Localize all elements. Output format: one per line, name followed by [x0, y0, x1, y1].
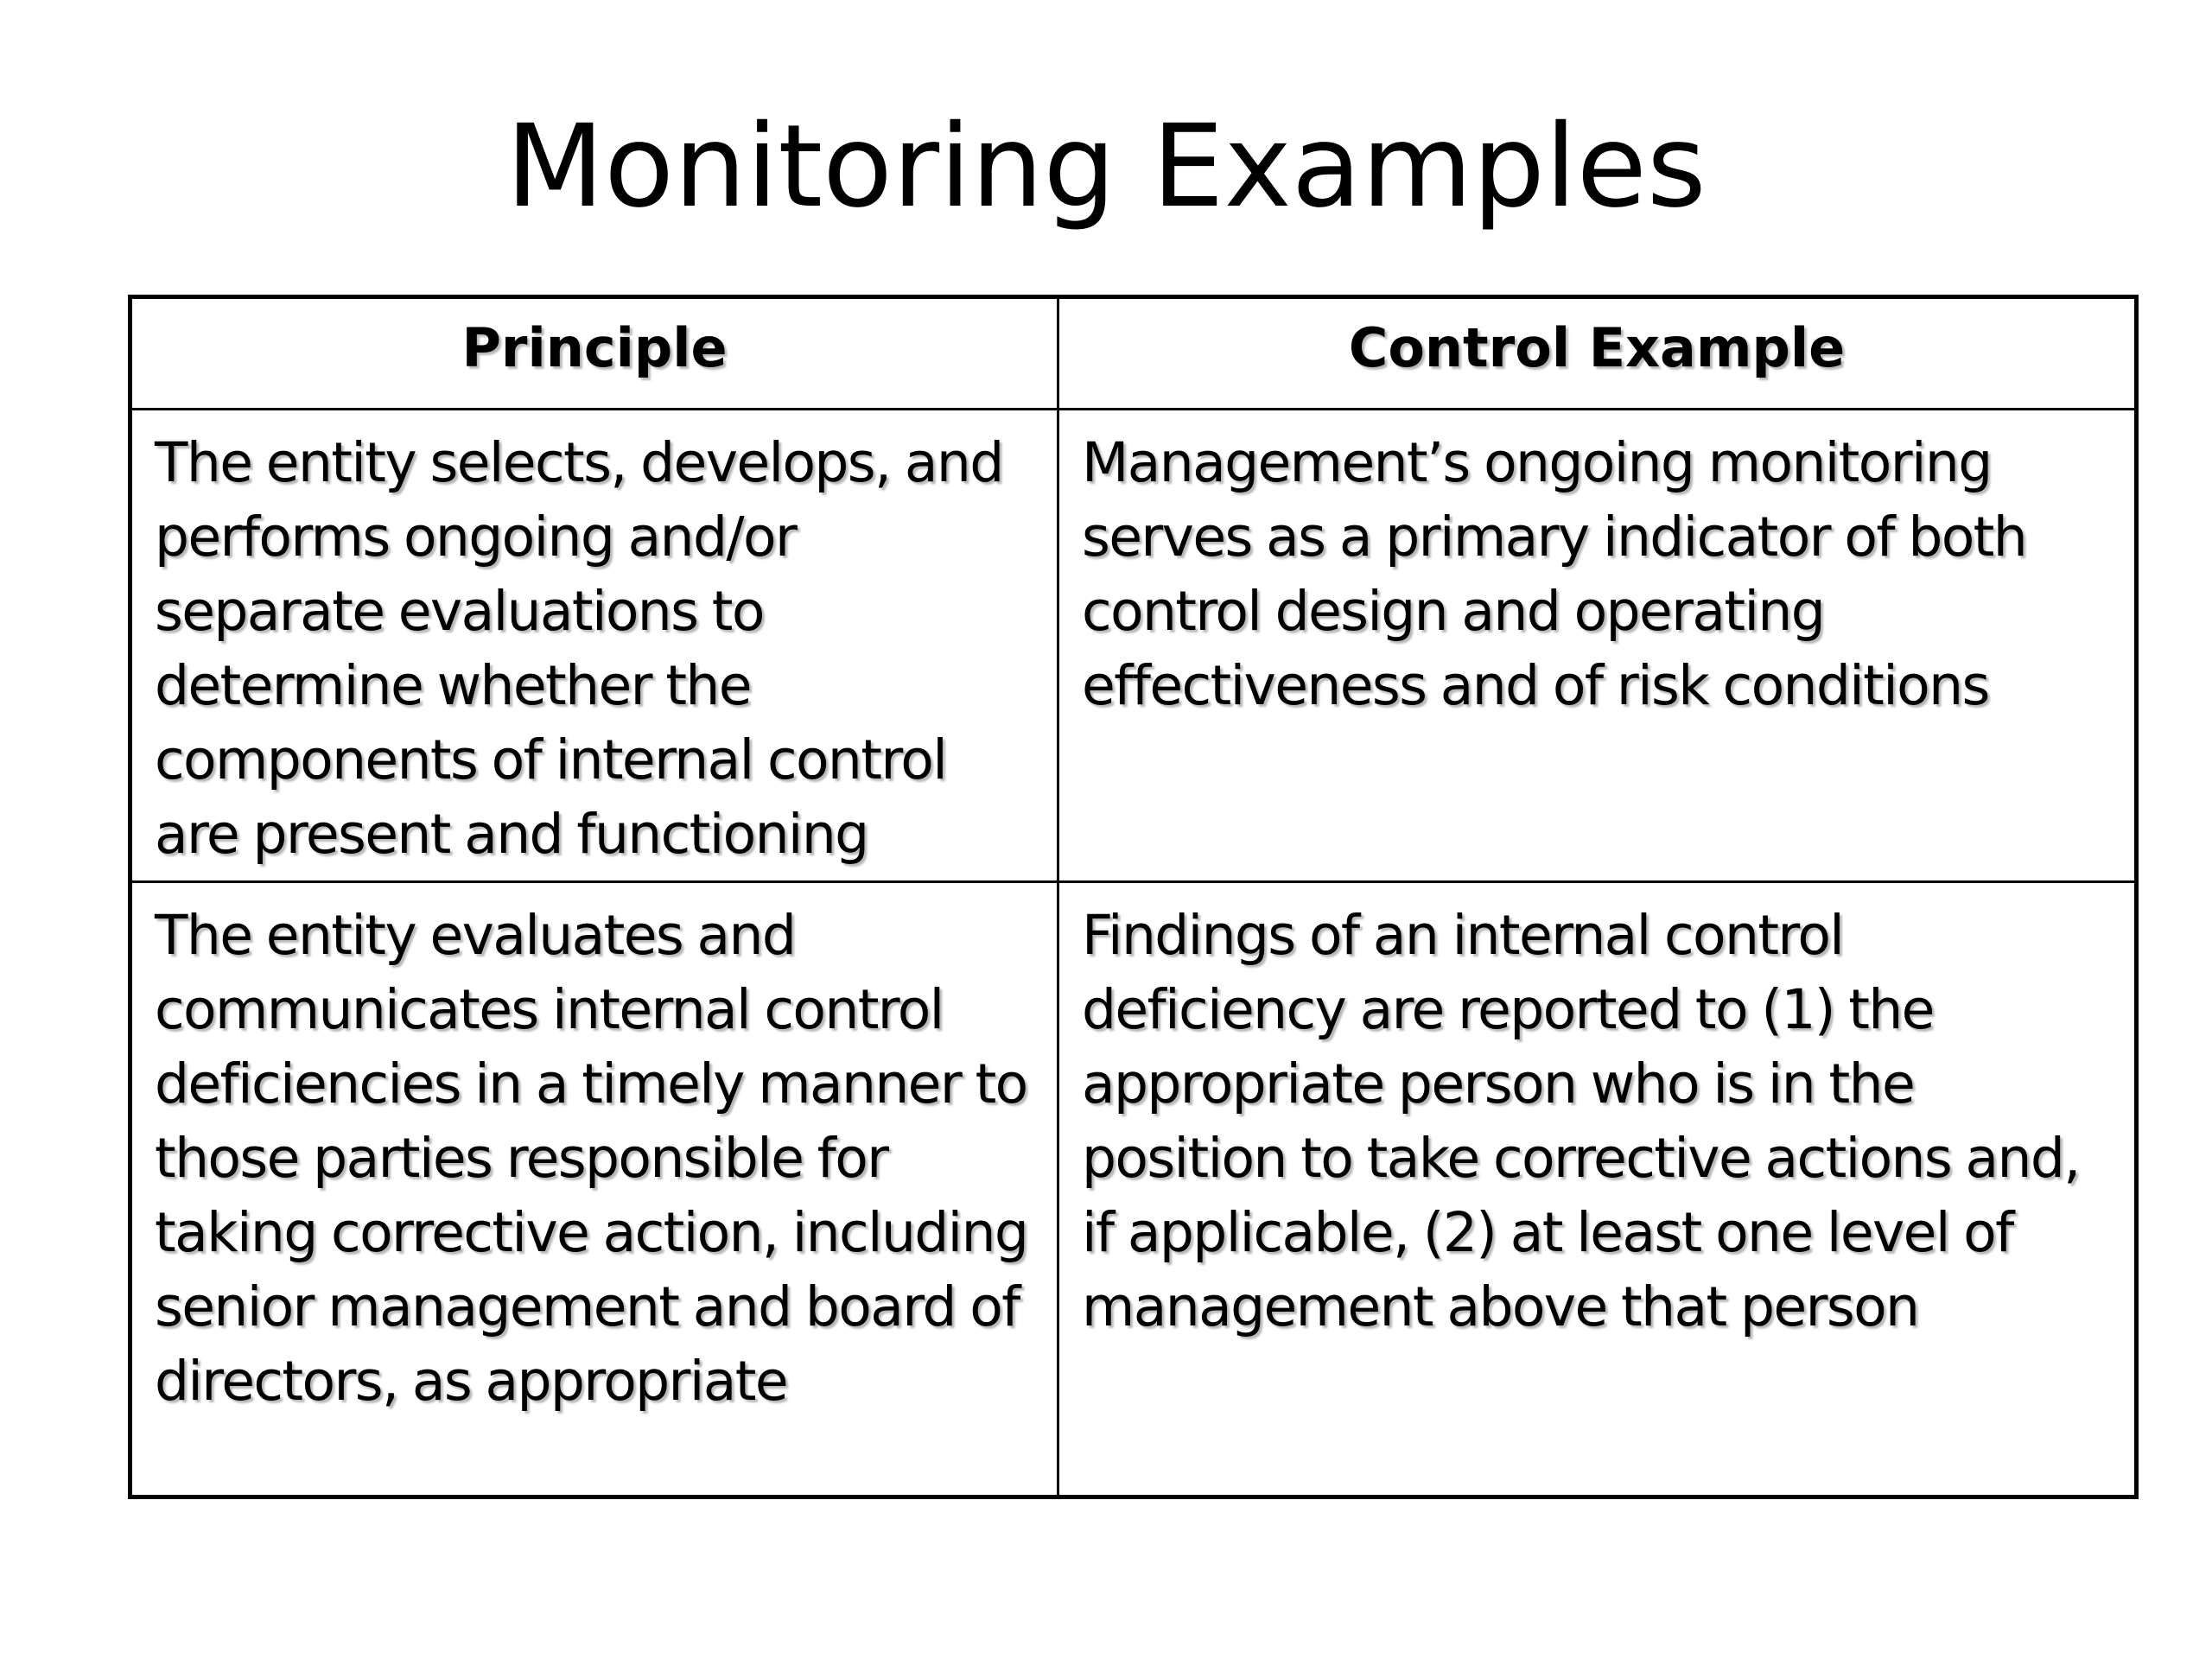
control-example-cell: Management’s ongoing monitoring serves a… [1057, 408, 2138, 883]
table-row: The entity evaluates and communicates in… [129, 880, 2138, 1498]
monitoring-examples-table: Principle Control Example The entity sel… [128, 295, 2139, 1499]
principle-cell: The entity evaluates and communicates in… [129, 880, 1059, 1498]
column-header-control-example: Control Example [1057, 296, 2138, 410]
table-header-row: Principle Control Example [129, 296, 2138, 410]
slide-title: Monitoring Examples [505, 100, 1707, 233]
control-example-cell: Findings of an internal control deficien… [1057, 880, 2138, 1498]
column-header-principle: Principle [129, 296, 1059, 410]
principle-cell: The entity selects, develops, and perfor… [129, 408, 1059, 883]
table-row: The entity selects, develops, and perfor… [129, 408, 2138, 883]
monitoring-examples-table-container: Principle Control Example The entity sel… [128, 295, 2139, 1499]
